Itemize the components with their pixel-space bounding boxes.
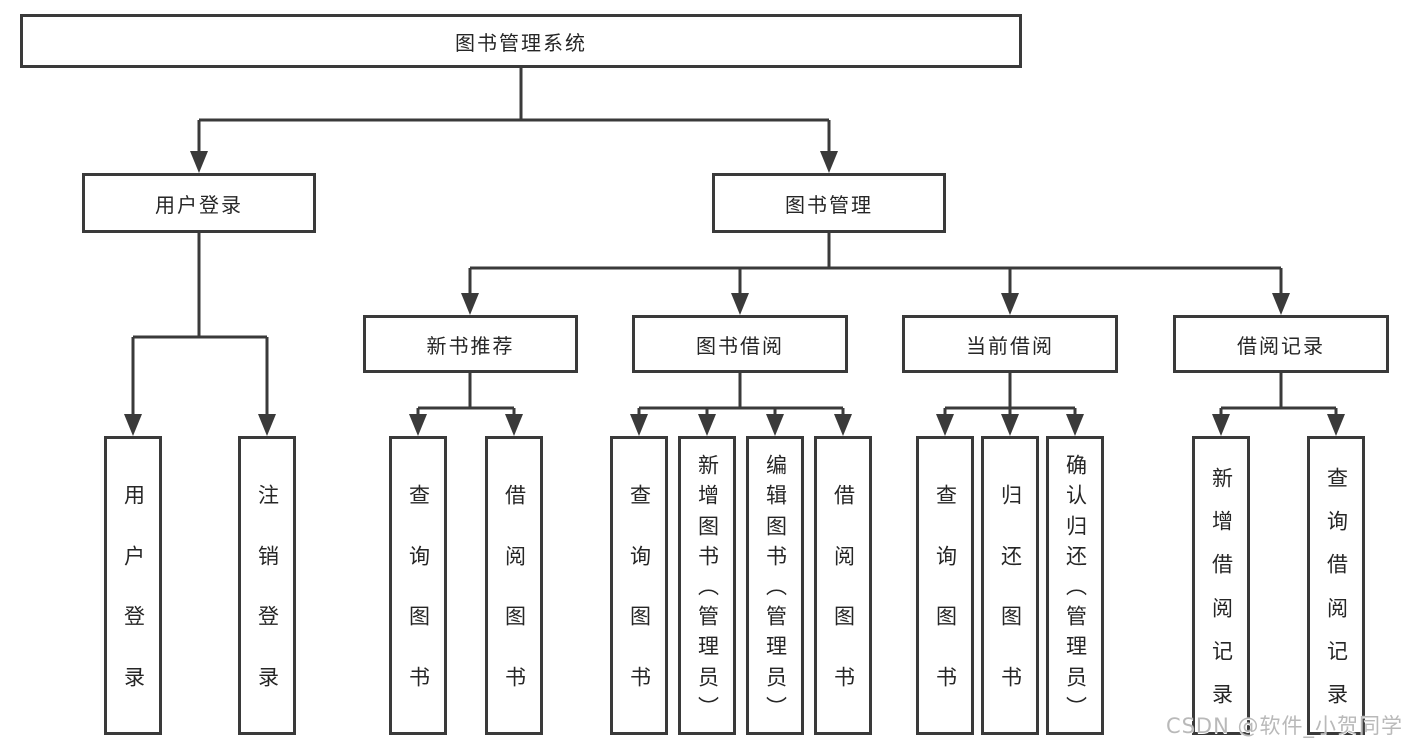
arrowhead-icon — [505, 414, 523, 436]
arrowhead-icon — [1001, 414, 1019, 436]
arrowhead-icon — [936, 414, 954, 436]
leaf-return-books: 归还图书 — [981, 436, 1039, 735]
leaf-query-books-current: 查询图书 — [916, 436, 974, 735]
leaf-logout: 注销登录 — [238, 436, 296, 735]
node-book-management: 图书管理 — [712, 173, 946, 233]
leaf-user-login: 用户登录 — [104, 436, 162, 735]
arrowhead-icon — [1066, 414, 1084, 436]
arrowhead-icon — [461, 293, 479, 315]
leaf-borrow-books-borrowing: 借阅图书 — [814, 436, 872, 735]
leaf-query-books-recommend: 查询图书 — [389, 436, 447, 735]
arrowhead-icon — [731, 293, 749, 315]
node-new-book-recommend: 新书推荐 — [363, 315, 578, 373]
leaf-query-borrow-record: 查询借阅记录 — [1307, 436, 1365, 735]
node-book-borrowing: 图书借阅 — [632, 315, 848, 373]
node-current-borrowing: 当前借阅 — [902, 315, 1118, 373]
arrowheads — [124, 151, 1345, 436]
node-borrowing-records: 借阅记录 — [1173, 315, 1389, 373]
leaf-edit-book-admin: 编辑图书（管理员） — [746, 436, 804, 735]
arrowhead-icon — [1001, 293, 1019, 315]
leaf-borrow-books-recommend: 借阅图书 — [485, 436, 543, 735]
arrowhead-icon — [630, 414, 648, 436]
arrowhead-icon — [820, 151, 838, 173]
arrowhead-icon — [409, 414, 427, 436]
arrowhead-icon — [258, 414, 276, 436]
node-root: 图书管理系统 — [20, 14, 1022, 68]
connector-path — [131, 68, 1338, 417]
arrowhead-icon — [1212, 414, 1230, 436]
arrowhead-icon — [1327, 414, 1345, 436]
arrowhead-icon — [834, 414, 852, 436]
leaf-add-book-admin: 新增图书（管理员） — [678, 436, 736, 735]
leaf-confirm-return-admin: 确认归还（管理员） — [1046, 436, 1104, 735]
arrowhead-icon — [124, 414, 142, 436]
csdn-watermark: CSDN @软件_小贺同学 — [1165, 714, 1403, 738]
node-user-login: 用户登录 — [82, 173, 316, 233]
arrowhead-icon — [698, 414, 716, 436]
arrowhead-icon — [766, 414, 784, 436]
arrowhead-icon — [190, 151, 208, 173]
leaf-query-books-borrowing: 查询图书 — [610, 436, 668, 735]
leaf-add-borrow-record: 新增借阅记录 — [1192, 436, 1250, 735]
arrowhead-icon — [1272, 293, 1290, 315]
